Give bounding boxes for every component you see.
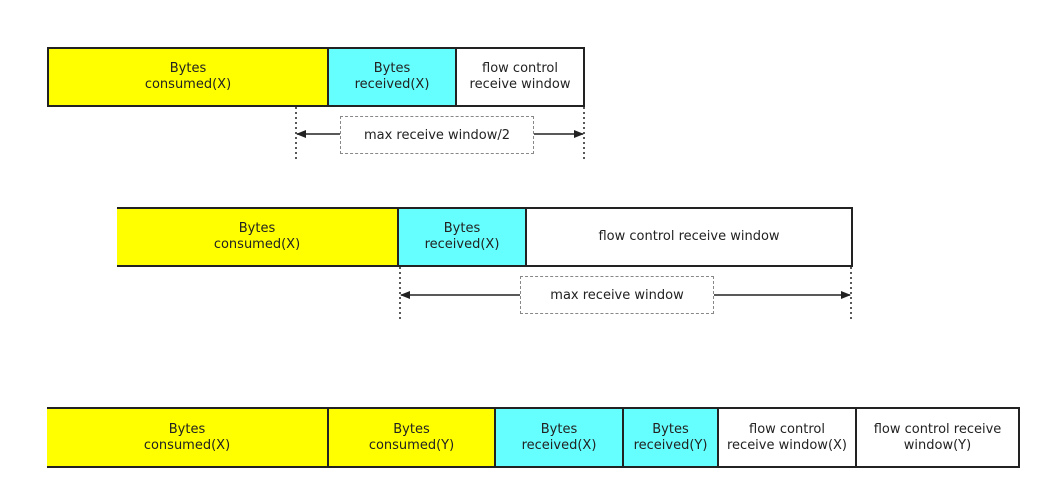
row1-span-label: max receive window/2 bbox=[340, 116, 534, 154]
row1-flow-control-window: flow control receive window bbox=[457, 47, 585, 107]
row2-bytes-received-x: Bytes received(X) bbox=[399, 207, 527, 267]
row3-bytes-received-y: Bytes received(Y) bbox=[624, 407, 719, 468]
row1-bytes-received-x: Bytes received(X) bbox=[329, 47, 457, 107]
row3-bytes-received-x: Bytes received(X) bbox=[496, 407, 624, 468]
row3-bytes-consumed-y: Bytes consumed(Y) bbox=[329, 407, 496, 468]
row3-flow-control-window-y: flow control receive window(Y) bbox=[857, 407, 1020, 468]
row1-bytes-consumed-x: Bytes consumed(X) bbox=[47, 47, 329, 107]
row2-flow-control-window: flow control receive window bbox=[527, 207, 853, 267]
row3-flow-control-window-x: flow control receive window(X) bbox=[719, 407, 857, 468]
row2-span-label: max receive window bbox=[520, 276, 714, 314]
row3-bytes-consumed-x: Bytes consumed(X) bbox=[47, 407, 329, 468]
row2-bytes-consumed-x: Bytes consumed(X) bbox=[117, 207, 399, 267]
